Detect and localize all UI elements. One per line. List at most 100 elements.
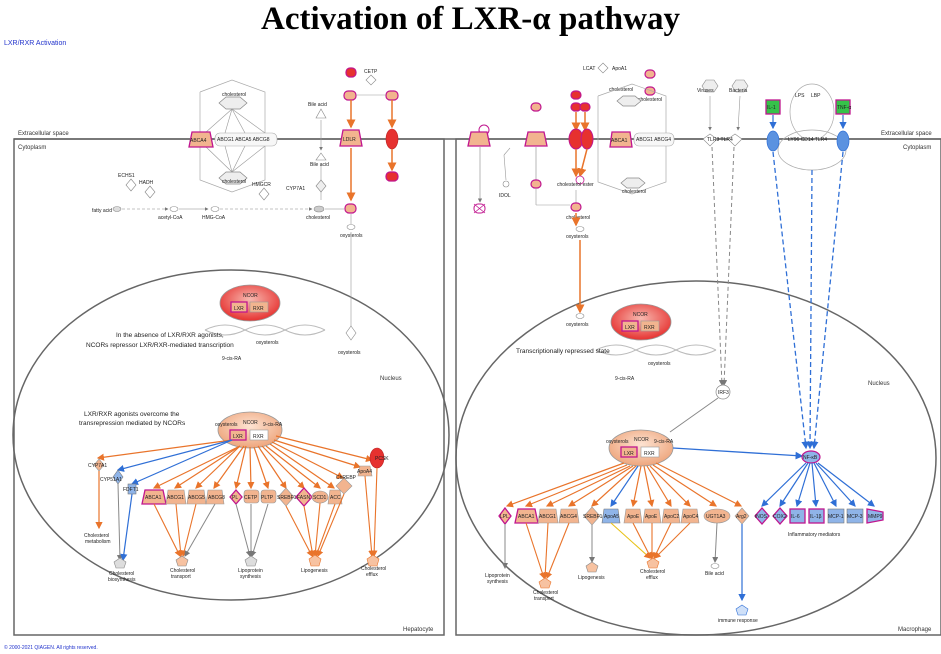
outcome-node[interactable] [113,557,127,569]
tlr4-node[interactable] [727,133,743,147]
outcome-lipoprotein-synthesis: synthesis [240,574,261,580]
lxr-box[interactable] [229,429,247,441]
bile-acid-node[interactable] [315,152,327,161]
target-abcg1[interactable] [537,508,559,524]
target-abcg4[interactable] [558,508,580,524]
target-apoc4[interactable] [680,508,700,524]
abca1-transporter[interactable] [609,131,633,148]
cholesterol-cyto-node[interactable] [570,202,582,212]
lipoprotein-particle[interactable] [385,171,399,182]
sr-b1-receptor[interactable] [385,128,399,150]
lcat-node[interactable] [597,62,609,74]
ldl-particle[interactable] [343,90,357,101]
oxldl-particle[interactable] [579,102,591,112]
hmg-coa-node[interactable] [210,206,220,212]
ldl-particle[interactable] [345,67,357,78]
cholesterol-cyto-node[interactable] [313,205,325,213]
outcome-node[interactable] [366,554,380,567]
lxr-box[interactable] [620,446,638,458]
target-abcg8[interactable] [205,489,225,505]
cholesterol-node[interactable] [620,177,646,189]
label-cisra-right-top: 9-cis-RA [615,376,635,382]
cholesterol-node[interactable] [218,171,248,185]
tnf-ligand[interactable] [835,99,851,115]
apoa1-node[interactable] [644,69,656,79]
outcome-node[interactable] [646,557,660,569]
bacteria-node[interactable] [731,79,749,93]
lxr-box[interactable] [230,301,248,313]
target-apoa4[interactable] [357,465,373,477]
ldlr-receptor[interactable] [339,129,363,147]
outcome-node[interactable] [585,561,599,573]
rxr-box[interactable] [640,320,660,332]
viruses-node[interactable] [701,79,719,93]
irf3-node[interactable] [715,384,731,400]
rxr-box[interactable] [249,301,269,313]
label-echs1: ECHS1 [118,173,135,179]
target-cetp[interactable] [243,489,260,504]
label-target: ABCG1 [539,514,556,520]
label-apoa1: ApoA1 [612,66,627,72]
outcome-lipoprotein-synthesis: synthesis [487,579,508,585]
tnfr-receptor[interactable] [836,130,850,152]
rxr-box[interactable] [249,429,269,441]
outcome-node[interactable] [735,604,749,616]
lxr-box[interactable] [621,320,639,332]
oxysterols-node[interactable] [575,226,585,232]
hdl-node[interactable] [644,86,656,96]
outcome-node[interactable] [538,577,552,589]
fatty-acid-node[interactable] [112,206,122,212]
target-il1b[interactable] [808,508,825,524]
target-apoc2[interactable] [661,508,681,524]
abca4-transporter[interactable] [188,131,214,148]
oxysterols-node[interactable] [346,224,356,230]
rxr-box[interactable] [640,446,660,458]
oxysterols-node[interactable] [575,313,585,319]
label-lcat: LCAT [583,66,595,72]
acetyl-coa-node[interactable] [169,206,179,212]
outcome-node[interactable] [175,555,189,567]
target-apoc1[interactable] [642,508,662,524]
ldl-internal-node[interactable] [530,179,542,189]
target-mcp3[interactable] [846,508,864,524]
target-pltp[interactable] [260,489,277,504]
target-acc[interactable] [327,489,343,505]
il1-ligand[interactable] [765,99,781,115]
cyp7a1-node[interactable] [315,179,327,193]
target-inos[interactable] [754,507,770,525]
target-mmp9[interactable] [866,508,884,524]
cholesterol-node[interactable] [218,96,248,110]
dna-strand [204,324,326,336]
il1r-receptor[interactable] [766,130,780,152]
outcome-node[interactable] [308,554,322,567]
ldl-internal-node[interactable] [344,203,357,214]
cetp-node[interactable] [365,74,377,86]
ldl-particle[interactable] [530,102,542,112]
nfkb-node[interactable] [801,450,821,464]
target-il6[interactable] [789,508,806,524]
target-apoa5[interactable] [601,508,621,524]
msr1-receptor[interactable] [580,128,594,150]
hadh-node[interactable] [144,185,156,199]
echs1-node[interactable] [125,178,137,192]
hdl-particle[interactable] [385,90,399,101]
outcome-node[interactable] [710,563,720,569]
chol-ester-node[interactable] [575,175,585,185]
idol-node[interactable] [502,180,510,188]
cholesterol-node[interactable] [616,95,642,107]
target-mcp1[interactable] [827,508,845,524]
hmgcr-node[interactable] [258,187,270,201]
outcome-node[interactable] [244,555,258,567]
ldlr-receptor-right[interactable] [524,131,548,147]
oxldl-particle[interactable] [570,90,582,100]
oxysterols-diamond[interactable] [345,325,357,341]
target-apoe[interactable] [623,508,643,524]
target-abcg1[interactable] [165,489,187,505]
bile-acid-node[interactable] [315,108,327,119]
abcg-right-transporters[interactable] [633,132,675,147]
vldlr-receptor[interactable] [467,131,491,147]
tlr3-node[interactable] [702,133,718,147]
abcg-transporters[interactable] [214,132,278,147]
page-title: Activation of LXR-α pathway [261,1,680,37]
target-cox2[interactable] [772,507,788,525]
